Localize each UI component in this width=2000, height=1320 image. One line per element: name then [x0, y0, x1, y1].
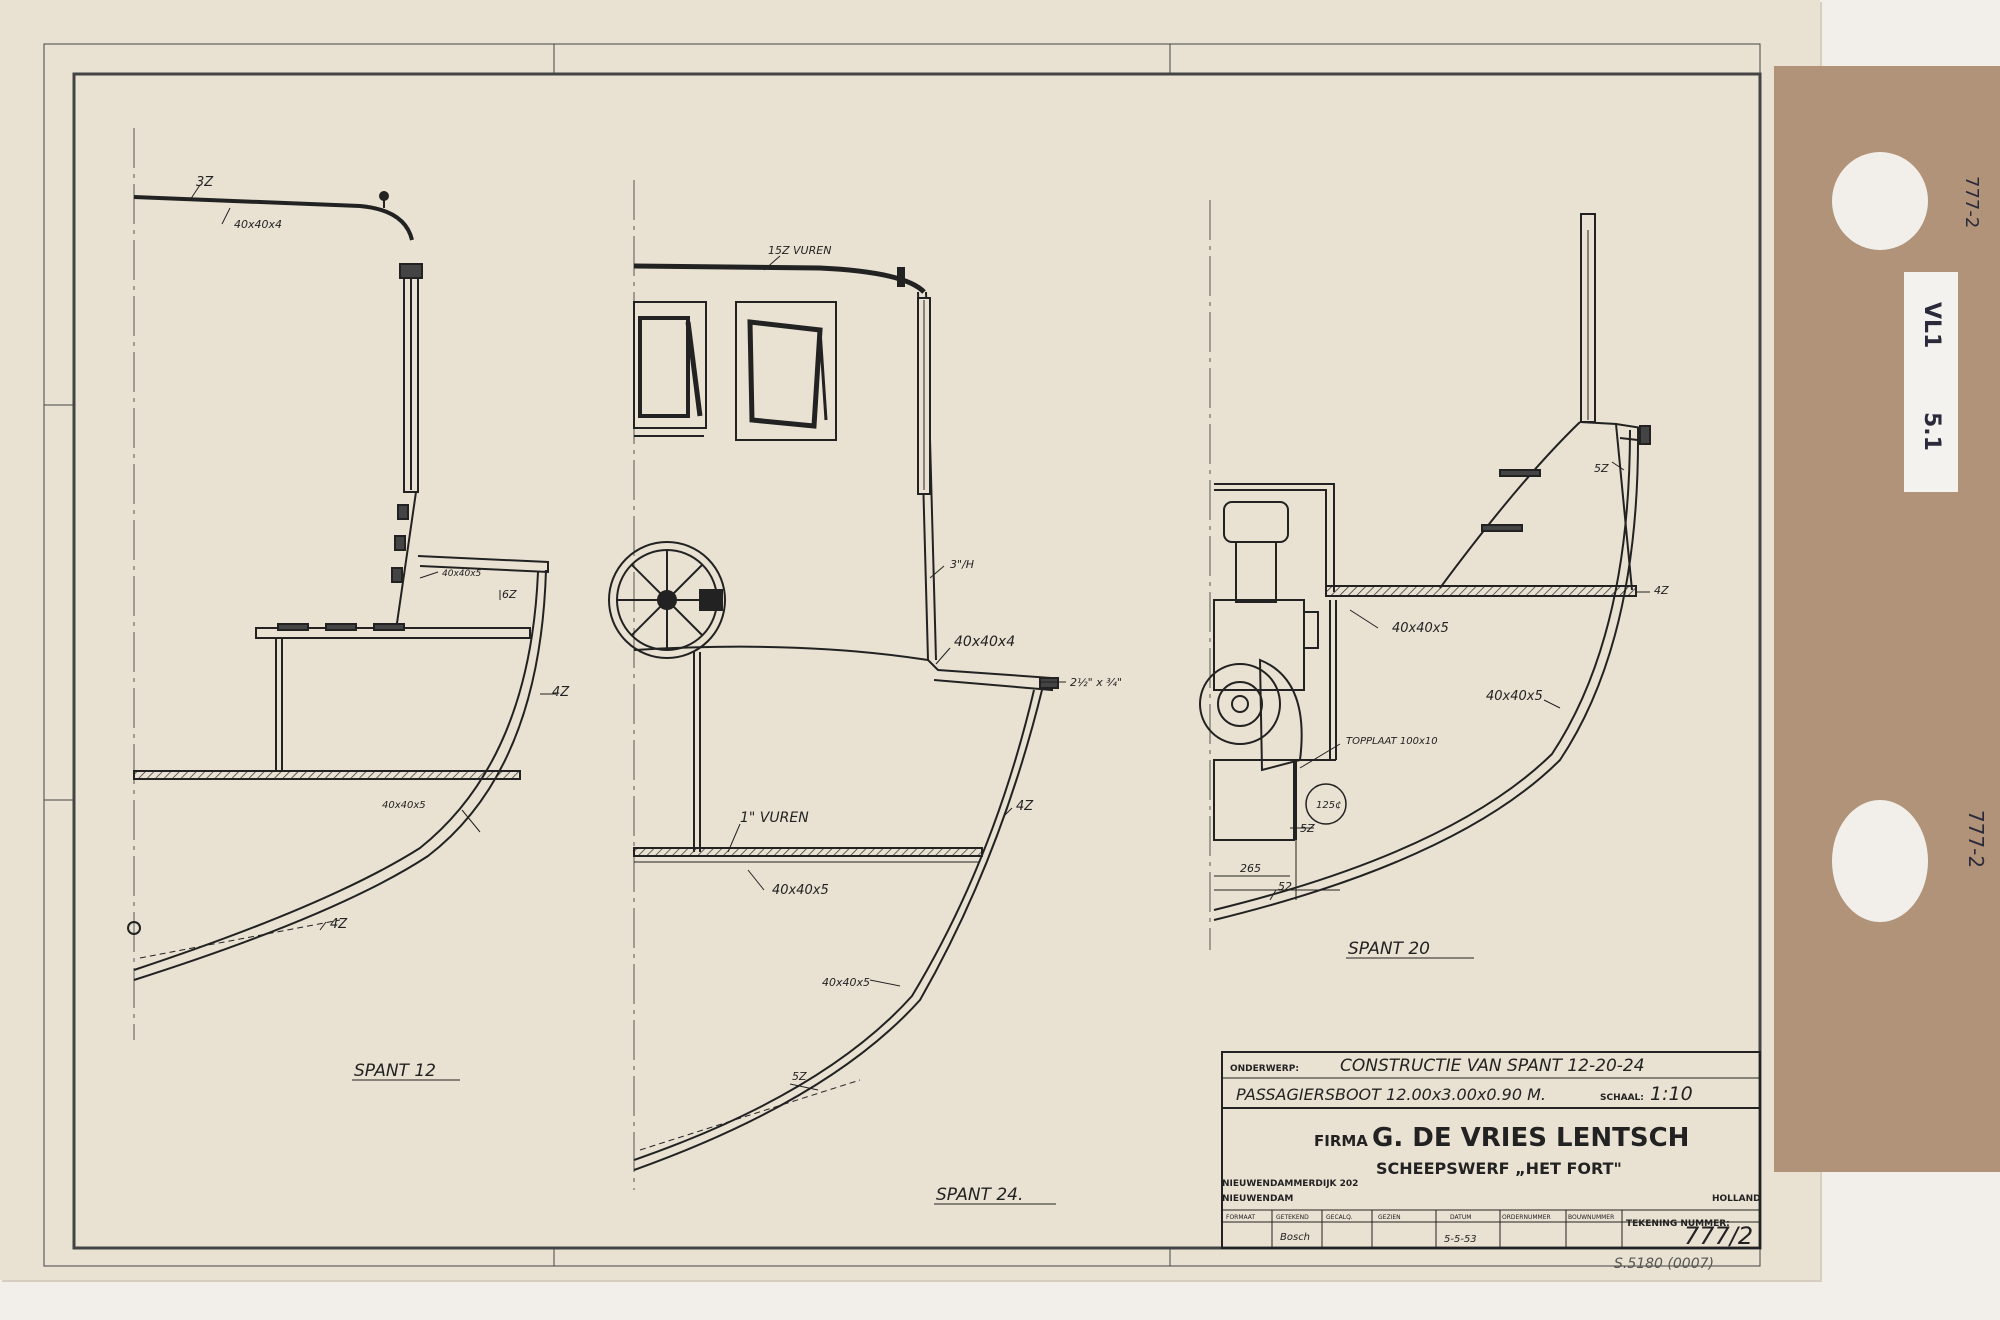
datum-value: 5-5-53: [1444, 1234, 1477, 1245]
vessel-description: PASSAGIERSBOOT 12.00x3.00x0.90 M.: [1236, 1085, 1546, 1104]
archive-stamp: S.5180 (0007): [1614, 1256, 1714, 1272]
onderwerp-label: ONDERWERP:: [1230, 1064, 1299, 1074]
view-title-spant-24: SPANT 24.: [936, 1185, 1023, 1205]
tab-label: VL1 5.1: [1904, 272, 1958, 492]
tab-number-top: 777-2: [1961, 176, 1982, 229]
spant-24-section: [608, 263, 1059, 1171]
spant-12-section: [127, 191, 549, 981]
country: HOLLAND: [1712, 1194, 1761, 1204]
label-s20-topplaat: TOPPLAAT 100x10: [1346, 736, 1438, 747]
tab-label-line-2: 5.1: [1919, 412, 1944, 451]
label-s20-dim1: 5Z: [1300, 822, 1315, 835]
annotation-labels: 3Z 40x40x4 40x40x5 6Z 4Z 40x40x5 4Z 15Z …: [196, 175, 1669, 1083]
label-s20-deck-angle: 40x40x5: [1392, 621, 1449, 636]
label-s24-floor: 1" VUREN: [740, 810, 809, 826]
label-s24-rail: 2½" x ¾": [1070, 676, 1122, 689]
firma-name: G. DE VRIES LENTSCH: [1372, 1123, 1689, 1153]
archive-tab: VL1 5.1 777-2 777-2: [1774, 66, 2000, 1172]
getekend-value: Bosch: [1280, 1232, 1310, 1243]
engine: [1199, 501, 1319, 841]
col-ordernummer: ORDERNUMMER: [1502, 1214, 1551, 1221]
address-line-1: NIEUWENDAMMERDIJK 202: [1222, 1179, 1358, 1189]
label-s20-frame: 40x40x5: [1486, 689, 1543, 704]
col-bouwnummer: BOUWNUMMER: [1568, 1214, 1614, 1221]
label-s12-roof: 3Z: [196, 175, 214, 190]
drawing-sheet: 3Z 40x40x4 40x40x5 6Z 4Z 40x40x5 4Z 15Z …: [0, 0, 1820, 1306]
label-s12-frame: 40x40x5: [382, 800, 426, 811]
technical-drawing: 3Z 40x40x4 40x40x5 6Z 4Z 40x40x5 4Z 15Z …: [43, 43, 1762, 1306]
title-block: ONDERWERP: CONSTRUCTIE VAN SPANT 12-20-2…: [1221, 1051, 1761, 1250]
werf-name: SCHEEPSWERF „HET FORT": [1376, 1159, 1622, 1178]
tab-number-bottom: 777-2: [1964, 810, 1988, 869]
label-s12-plank: 6Z: [502, 588, 517, 601]
view-titles: SPANT 12 SPANT 24. SPANT 20: [352, 939, 1474, 1205]
punch-hole-top: [1832, 152, 1928, 250]
view-title-spant-20: SPANT 20: [1348, 939, 1430, 959]
col-gecalq: GECALQ.: [1326, 1214, 1353, 1221]
onderwerp-value: CONSTRUCTIE VAN SPANT 12-20-24: [1340, 1056, 1645, 1076]
label-s24-side: 4Z: [1016, 799, 1034, 814]
centerlines: [133, 128, 1211, 1190]
label-s20-dim2: 265: [1240, 862, 1261, 875]
label-s24-roof: 15Z VUREN: [768, 244, 831, 257]
col-gezien: GEZIEN: [1378, 1214, 1401, 1221]
label-s12-roof-angle: 40x40x4: [234, 218, 282, 231]
col-formaat: FORMAAT: [1226, 1214, 1255, 1221]
col-getekend: GETEKEND: [1276, 1214, 1309, 1221]
label-s24-floor-angle: 40x40x5: [772, 883, 829, 898]
label-s20-dim3: 52: [1278, 880, 1292, 893]
address-line-2: NIEUWENDAM: [1222, 1194, 1293, 1204]
label-s20-deck: 4Z: [1654, 584, 1669, 597]
label-s12-side-plate: 4Z: [552, 685, 570, 700]
label-s12-small-angle: 40x40x5: [442, 569, 482, 579]
view-title-spant-12: SPANT 12: [354, 1061, 436, 1081]
sheet-frame: [43, 43, 1762, 1267]
schaal-value: 1:10: [1650, 1083, 1693, 1105]
steering-wheel: [608, 541, 726, 659]
label-s12-bottom: 4Z: [330, 917, 348, 932]
col-datum: DATUM: [1450, 1214, 1471, 1221]
title-block-columns: FORMAAT GETEKEND GECALQ. GEZIEN DATUM OR…: [1226, 1214, 1614, 1221]
tab-label-line-1: VL1: [1919, 302, 1944, 349]
tekening-label: TEKENING NUMMER:: [1626, 1219, 1730, 1229]
firma-label: FIRMA: [1314, 1132, 1368, 1150]
margin-notes: S.5180 (0007) 777-2: [1614, 1256, 1744, 1306]
label-s24-wall: 3"/H: [950, 558, 974, 571]
label-s20-circle: 125¢: [1316, 800, 1341, 811]
label-s24-frame: 40x40x5: [822, 976, 870, 989]
label-s24-bottom: 5Z: [792, 1070, 807, 1083]
punch-hole-bottom: [1832, 800, 1928, 922]
spant-20-section: [1199, 213, 1651, 921]
tekening-number: 777/2: [1684, 1222, 1753, 1250]
label-s24-deck-angle: 40x40x4: [954, 634, 1015, 650]
leader-lines: [189, 184, 1650, 1091]
schaal-label: SCHAAL:: [1600, 1093, 1644, 1103]
label-s20-top: 5Z: [1594, 462, 1609, 475]
